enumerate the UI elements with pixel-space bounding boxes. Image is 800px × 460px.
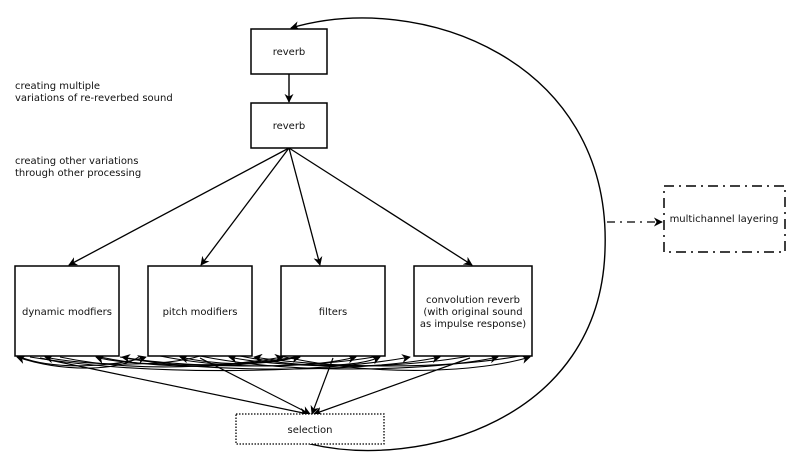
node-dynamic-modifiers[interactable]: dynamic modfiers <box>14 265 120 357</box>
node-convolution-label-line-1: convolution reverb <box>426 295 520 306</box>
node-multichannel-label: multichannel layering <box>670 214 779 225</box>
processor-cross-links <box>16 353 531 372</box>
node-reverb-1-label: reverb <box>273 47 306 58</box>
node-reverb-2-label: reverb <box>273 121 306 132</box>
edge-reverb-2-to-convolution <box>288 147 473 266</box>
edge-reverb-2-to-pitch <box>200 147 290 266</box>
annotation-reverb-variations: creating multiple variations of re-rever… <box>15 81 173 104</box>
node-dynamic-modifiers-label: dynamic modfiers <box>22 307 112 318</box>
edge-filters-to-selection <box>310 357 334 415</box>
node-pitch-modifiers[interactable]: pitch modifiers <box>147 265 253 357</box>
node-pitch-modifiers-label: pitch modifiers <box>163 307 238 318</box>
edge-reverb-2-to-dynamic <box>68 147 290 266</box>
node-convolution-label-line-2: (with original sound <box>423 307 522 318</box>
edge-selection-to-reverb-1 <box>290 17 606 452</box>
node-multichannel-layering[interactable]: multichannel layering <box>663 185 786 253</box>
node-reverb-2[interactable]: reverb <box>250 102 328 149</box>
edge-dynamic-to-selection <box>39 357 309 417</box>
node-convolution-label-line-3: as impulse response) <box>420 319 526 330</box>
edge-reverb-2-to-filters <box>288 147 323 266</box>
node-convolution-reverb[interactable]: convolution reverb (with original sound … <box>413 265 533 357</box>
node-filters-label: filters <box>319 307 347 318</box>
annotation-other-variations: creating other variations through other … <box>15 156 142 179</box>
node-selection-label: selection <box>288 425 333 436</box>
edge-convolution-to-selection <box>313 357 471 416</box>
node-selection[interactable]: selection <box>235 413 385 445</box>
edge-pitch-to-selection <box>199 357 311 415</box>
node-filters[interactable]: filters <box>280 265 386 357</box>
node-reverb-1[interactable]: reverb <box>250 28 328 75</box>
